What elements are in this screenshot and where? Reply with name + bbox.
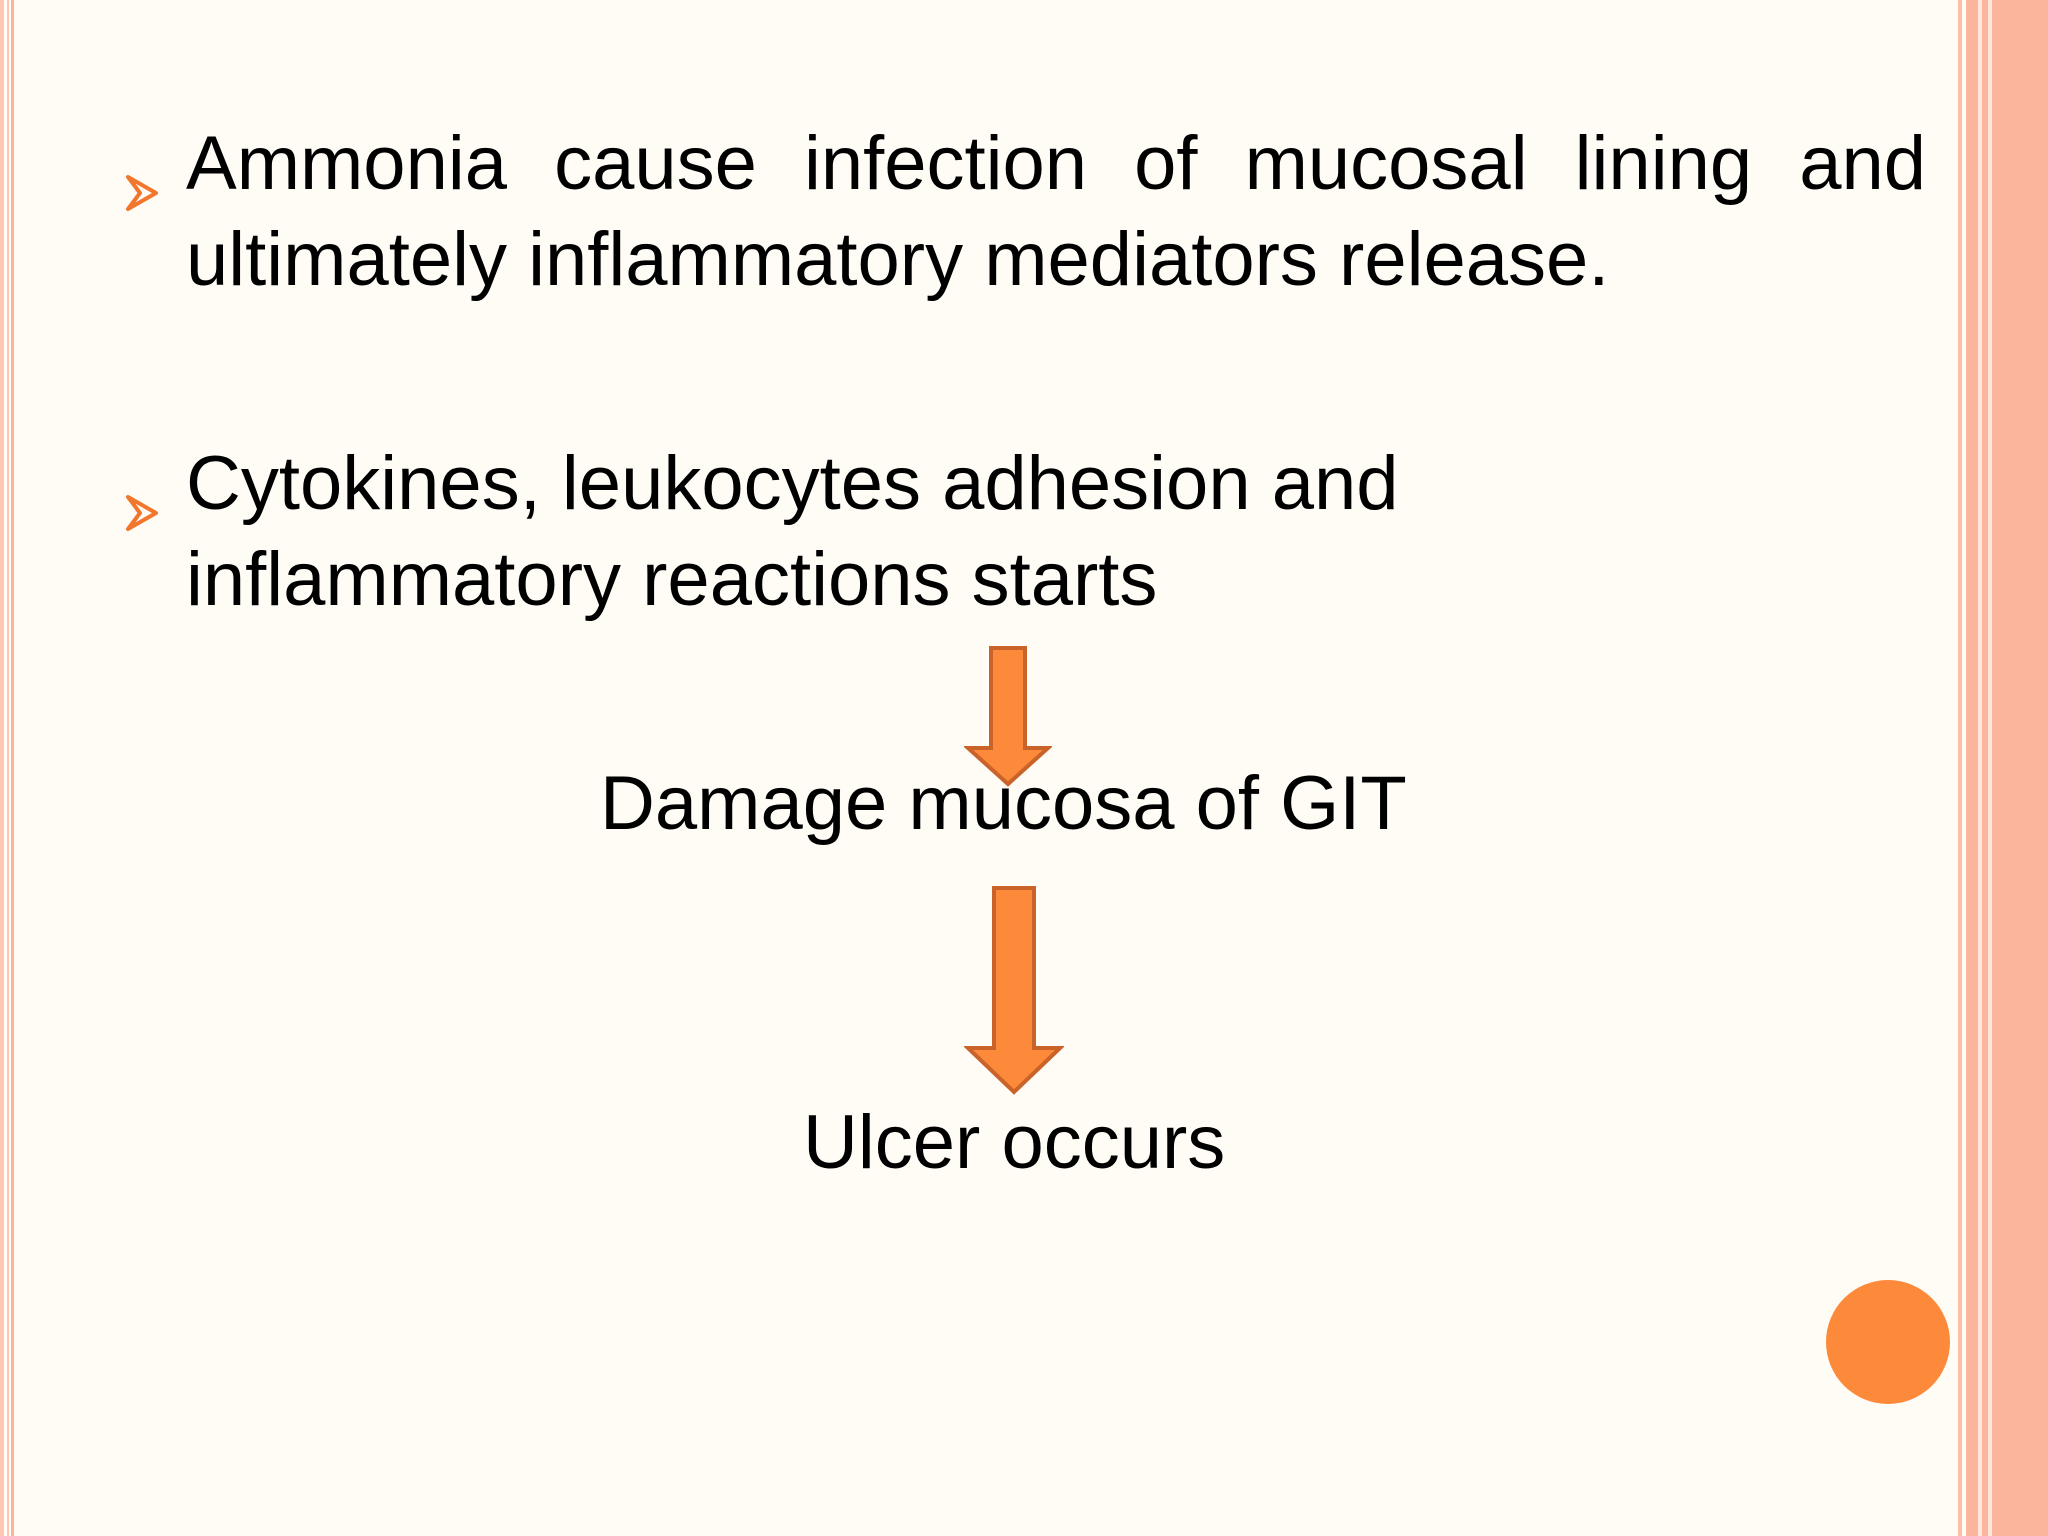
bullet-item: Ammonia cause infection of mucosal linin…	[126, 116, 1926, 316]
flow-step-damage: Damage mucosa of GIT	[600, 761, 1407, 846]
border-stripe	[7, 0, 9, 1536]
border-stripe	[1988, 0, 1992, 1536]
down-arrow-icon	[964, 886, 1064, 1095]
decorative-circle	[1826, 1280, 1950, 1404]
bullet-item: Cytokines, leukocytes adhesion and infla…	[126, 436, 1826, 636]
border-stripe	[11, 0, 14, 1536]
border-stripe	[1958, 0, 1962, 1536]
bullet-text: Cytokines, leukocytes adhesion and infla…	[186, 441, 1399, 622]
bullet-text: Ammonia cause infection of mucosal linin…	[186, 121, 1926, 302]
border-stripe	[1982, 0, 1988, 1536]
border-stripe	[1978, 0, 1982, 1536]
border-stripe	[0, 0, 4, 1536]
arrowhead-bullet-icon	[126, 460, 160, 531]
flow-step-ulcer: Ulcer occurs	[803, 1100, 1226, 1185]
border-stripe	[1966, 0, 1978, 1536]
arrowhead-bullet-icon	[126, 140, 160, 211]
border-stripe	[1992, 0, 2048, 1536]
down-arrow-icon	[964, 646, 1052, 787]
